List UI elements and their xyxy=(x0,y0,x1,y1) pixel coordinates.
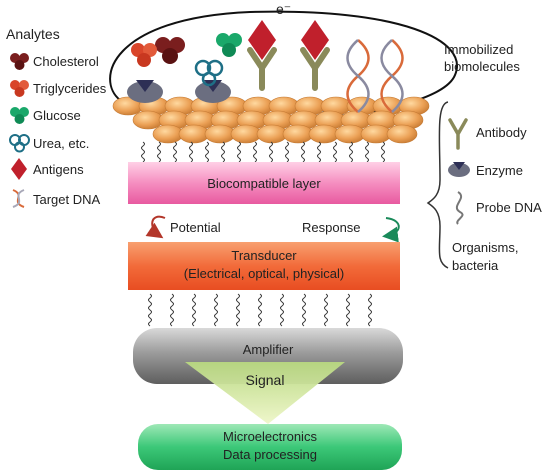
urea-icon xyxy=(9,134,30,153)
linker xyxy=(148,293,152,327)
nanoparticle xyxy=(308,124,340,144)
urea-analyte xyxy=(194,59,224,87)
linker xyxy=(368,293,372,327)
signal-label: Signal xyxy=(245,372,285,388)
linker xyxy=(258,293,262,327)
legend-label-target-dna: Target DNA xyxy=(33,192,101,207)
legend-label-triglycerides: Triglycerides xyxy=(33,81,107,96)
linker xyxy=(170,293,174,327)
enzyme-icon xyxy=(448,162,470,177)
microelectronics-label-line1: Microelectronics xyxy=(223,429,317,444)
linker xyxy=(317,141,321,163)
legend-label-probe-dna: Probe DNA xyxy=(476,200,542,215)
nanoparticle xyxy=(386,124,418,144)
linker xyxy=(381,141,385,163)
glucose-analyte xyxy=(216,33,242,57)
linker xyxy=(280,293,284,327)
electron-label: e⁻ xyxy=(276,1,292,17)
linker xyxy=(192,293,196,327)
dna-helix-2 xyxy=(380,39,404,113)
biocompatible-layer-label: Biocompatible layer xyxy=(207,176,321,191)
dna-helix-1 xyxy=(346,39,370,113)
transducer-linkers xyxy=(148,293,372,327)
nanoparticle xyxy=(256,124,288,144)
linker xyxy=(236,293,240,327)
linker xyxy=(301,141,305,163)
nanoparticle xyxy=(178,124,210,144)
linker xyxy=(173,141,177,163)
triglycerides-icon xyxy=(10,80,29,97)
surface-linkers xyxy=(141,141,385,163)
signal-cone xyxy=(185,362,345,424)
linker xyxy=(333,141,337,163)
nanoparticle xyxy=(204,124,236,144)
probe-dna-icon xyxy=(455,191,464,225)
legend-label-organisms-line1: Organisms, xyxy=(452,240,519,255)
linker xyxy=(349,141,353,163)
immobilized-heading-line2: biomolecules xyxy=(444,59,520,74)
nanoparticle-layer xyxy=(112,96,430,144)
legend-label-organisms-line2: bacteria xyxy=(452,258,499,273)
glucose-icon xyxy=(10,107,29,124)
linker xyxy=(324,293,328,327)
microelectronics-box xyxy=(138,424,402,470)
legend-label-antigens: Antigens xyxy=(33,162,84,177)
linker xyxy=(302,293,306,327)
nanoparticle xyxy=(334,124,366,144)
potential-arrow xyxy=(145,215,166,239)
transducer-label-line2: (Electrical, optical, physical) xyxy=(183,266,345,281)
linker xyxy=(346,293,350,327)
cholesterol-analyte xyxy=(155,37,185,64)
amplifier-label: Amplifier xyxy=(242,342,294,357)
linker xyxy=(221,141,225,163)
linker xyxy=(214,293,218,327)
linker xyxy=(365,141,369,163)
legend-label-antibody: Antibody xyxy=(476,125,527,140)
nanoparticle xyxy=(282,124,314,144)
immobilized-heading-line1: Immobilized xyxy=(444,42,514,57)
triglyceride-analyte xyxy=(131,43,157,67)
dna-strand-icon xyxy=(12,189,25,208)
legend-label-glucose: Glucose xyxy=(33,108,81,123)
cholesterol-icon xyxy=(10,53,29,70)
antibody-y-icon xyxy=(448,118,468,150)
transducer-label-line1: Transducer xyxy=(231,248,297,263)
linker xyxy=(253,141,257,163)
nanoparticle xyxy=(230,124,262,144)
nanoparticle xyxy=(132,110,164,130)
analytes-heading: Analytes xyxy=(6,26,60,42)
potential-label: Potential xyxy=(170,220,221,235)
linker xyxy=(205,141,209,163)
antibody-antigen-1 xyxy=(247,20,277,91)
linker xyxy=(189,141,193,163)
antigen-diamond-icon xyxy=(11,158,27,180)
linker xyxy=(237,141,241,163)
enzyme-on-surface xyxy=(127,80,231,103)
antibody-antigen-2 xyxy=(300,20,330,91)
legend-bracket xyxy=(426,101,449,269)
microelectronics-label-line2: Data processing xyxy=(223,447,317,462)
linker xyxy=(157,141,161,163)
linker xyxy=(285,141,289,163)
legend-label-cholesterol: Cholesterol xyxy=(33,54,99,69)
linker xyxy=(141,141,145,163)
transducer-box xyxy=(128,242,400,290)
legend-label-urea: Urea, etc. xyxy=(33,136,90,151)
response-label: Response xyxy=(302,220,361,235)
legend-label-enzyme: Enzyme xyxy=(476,163,523,178)
nanoparticle xyxy=(152,124,184,144)
response-arrow xyxy=(382,217,400,243)
biocompatible-layer-box xyxy=(128,162,400,204)
nanoparticle xyxy=(360,124,392,144)
linker xyxy=(269,141,273,163)
